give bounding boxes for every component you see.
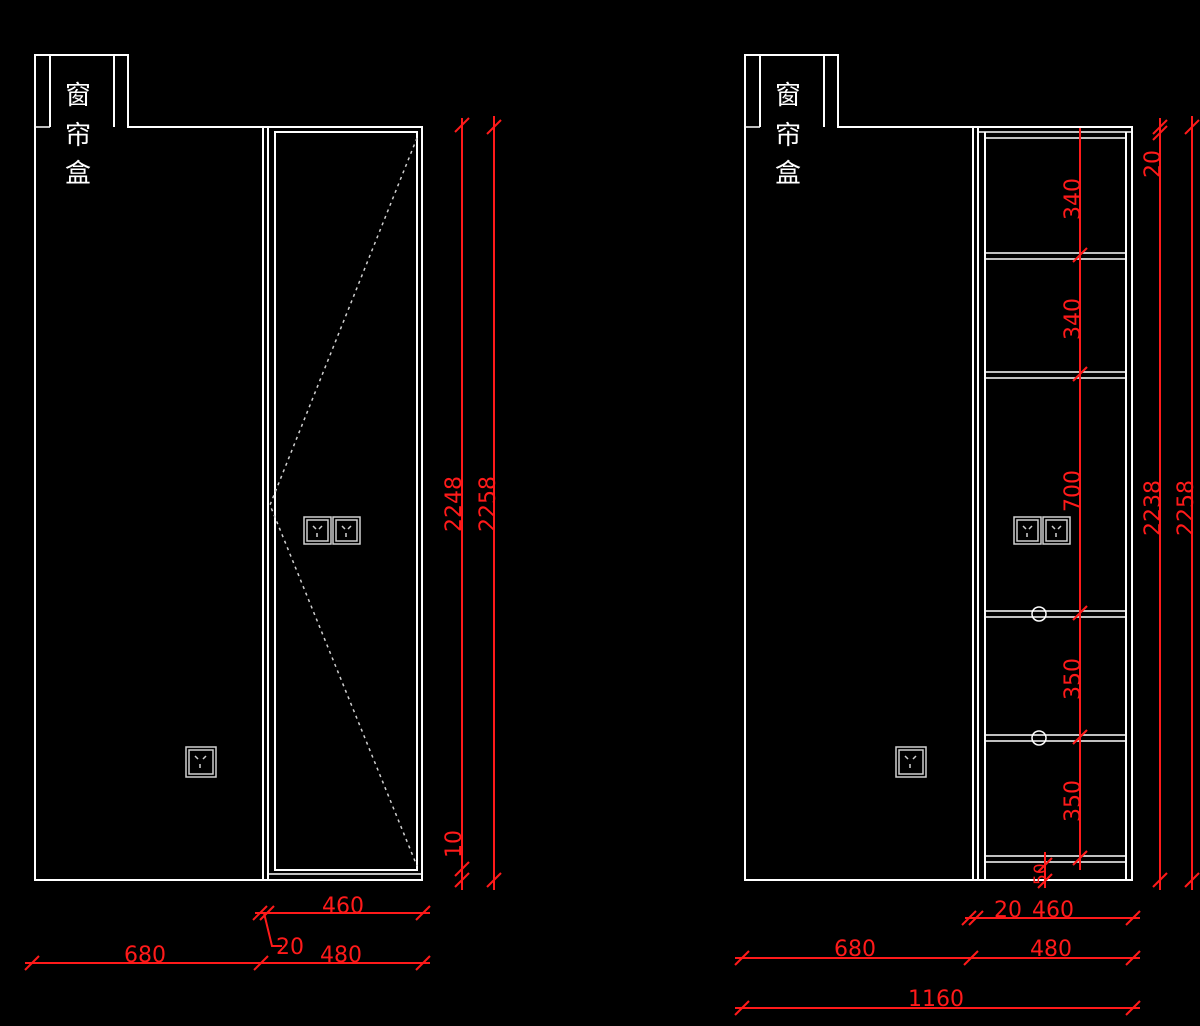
right-shelves [978,131,1132,863]
left-dim-2258: 2258 [476,476,501,532]
left-elevation: 窗 帘 盒 2248 2258 10 460 480 [24,54,502,971]
right-single-socket-icon [895,746,927,778]
right-dim-2258: 2258 [1174,480,1199,536]
right-dim-700: 700 [1061,470,1086,512]
right-dim-350-b: 350 [1061,780,1086,822]
left-dim-2248: 2248 [442,476,467,532]
right-vertical-dimensions [1152,116,1200,890]
right-dim-350-a: 350 [1061,658,1086,700]
left-curtain-label-1: 窗 [65,81,91,111]
left-wall-outline [34,54,423,881]
right-dim-340-b: 340 [1061,298,1086,340]
left-door-panel [274,131,418,871]
right-dim-1160: 1160 [908,987,964,1012]
left-dim-460: 460 [322,894,364,919]
left-vertical-dimensions [454,116,502,890]
right-dim-480: 480 [1030,937,1072,962]
right-dim-50: 50 [1031,863,1051,885]
right-shelf-pin-icon-2 [1031,730,1047,746]
right-dim-680: 680 [834,937,876,962]
right-horizontal-dimensions [734,910,1141,1016]
right-curtain-label-1: 窗 [775,81,801,111]
right-dim-2238: 2238 [1141,480,1166,536]
right-curtain-label-3: 盒 [775,159,801,189]
left-single-socket-icon [185,746,217,778]
left-curtain-label-3: 盒 [65,159,91,189]
right-curtain-label-2: 帘 [775,121,801,151]
right-dim-20-side: 20 [994,898,1022,923]
left-curtain-label-2: 帘 [65,121,91,151]
left-dim-20: 20 [276,935,304,960]
left-dim-680: 680 [124,943,166,968]
left-double-socket-icon [303,516,361,545]
right-dim-340-a: 340 [1061,178,1086,220]
left-dim-480: 480 [320,943,362,968]
left-dim-10: 10 [442,830,467,858]
left-door-swing [269,137,418,867]
right-shelf-pin-icon [1031,606,1047,622]
right-elevation: 窗 帘 盒 340 340 700 350 350 50 [734,54,1200,1016]
left-horizontal-dimensions [24,905,431,971]
right-dim-20-top: 20 [1141,150,1166,178]
right-shelf-dimensions [1037,128,1088,889]
right-wall-outline [744,54,1133,881]
right-dim-460: 460 [1032,898,1074,923]
right-double-socket-icon [1013,516,1071,545]
